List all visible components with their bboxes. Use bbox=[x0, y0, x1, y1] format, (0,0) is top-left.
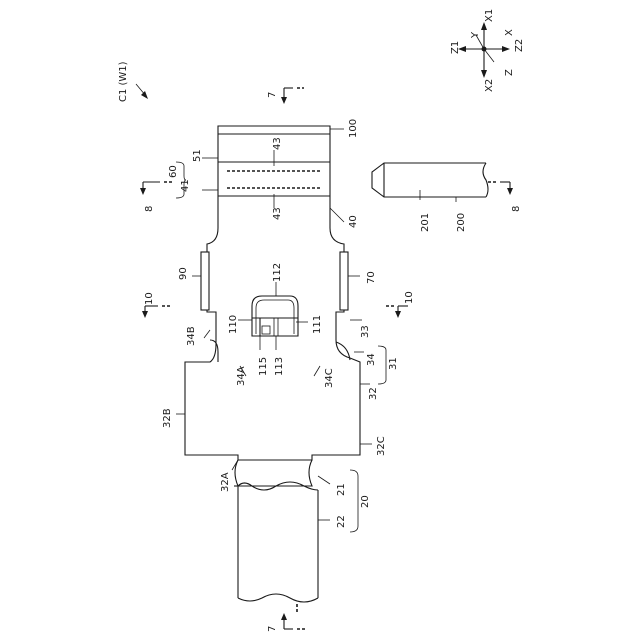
label-115: 115 bbox=[258, 357, 269, 376]
terminal-body bbox=[185, 126, 360, 460]
svg-text:7: 7 bbox=[267, 626, 278, 632]
figure-title: C1 (W1) bbox=[118, 61, 129, 102]
label-22: 22 bbox=[336, 515, 347, 528]
axis-x-label: X bbox=[504, 29, 515, 36]
svg-text:8: 8 bbox=[511, 206, 522, 212]
label-41: 41 bbox=[180, 179, 191, 192]
section-marker-8-right: 8 bbox=[488, 182, 522, 212]
label-32B: 32B bbox=[162, 408, 173, 428]
axis-z-label: Z bbox=[504, 69, 515, 76]
label-20: 20 bbox=[360, 495, 371, 508]
label-90: 90 bbox=[178, 267, 189, 280]
section-marker-10-left: 10 bbox=[142, 292, 170, 318]
label-32A: 32A bbox=[220, 472, 231, 492]
lance-part bbox=[252, 296, 298, 336]
reference-labels: 100 60 51 41 43 43 40 201 200 90 112 70 … bbox=[162, 119, 467, 528]
part-70 bbox=[340, 252, 348, 310]
label-113: 113 bbox=[274, 357, 285, 376]
axis-z1-label: Z1 bbox=[450, 41, 461, 54]
svg-text:10: 10 bbox=[144, 292, 155, 305]
axis-indicator: X1 Y X Z1 Z2 X2 Z bbox=[450, 9, 525, 92]
label-34: 34 bbox=[366, 353, 377, 366]
label-111: 111 bbox=[312, 315, 323, 334]
label-60: 60 bbox=[168, 165, 179, 178]
label-112: 112 bbox=[272, 263, 283, 282]
label-200: 200 bbox=[456, 213, 467, 232]
mating-pin bbox=[372, 163, 488, 197]
label-34A: 34A bbox=[236, 366, 247, 386]
axis-x1-label: X1 bbox=[484, 9, 495, 22]
label-110: 110 bbox=[228, 315, 239, 334]
label-51: 51 bbox=[192, 149, 203, 162]
svg-text:7: 7 bbox=[267, 92, 278, 98]
wire-assembly bbox=[234, 460, 318, 602]
section-marker-10-right: 10 bbox=[386, 291, 415, 318]
label-32C: 32C bbox=[376, 436, 387, 456]
label-40: 40 bbox=[348, 215, 359, 228]
axis-x2-label: X2 bbox=[484, 79, 495, 92]
label-43-top: 43 bbox=[272, 137, 283, 150]
label-34B: 34B bbox=[186, 326, 197, 346]
label-100: 100 bbox=[348, 119, 359, 138]
label-21: 21 bbox=[336, 483, 347, 496]
svg-text:10: 10 bbox=[404, 291, 415, 304]
label-201: 201 bbox=[420, 213, 431, 232]
axis-z2-label: Z2 bbox=[514, 39, 525, 52]
label-34C: 34C bbox=[324, 368, 335, 388]
label-33: 33 bbox=[360, 325, 371, 338]
section-marker-7-bottom: 7 bbox=[267, 604, 305, 632]
section-marker-8-left: 8 bbox=[140, 182, 172, 212]
label-31: 31 bbox=[388, 357, 399, 370]
section-marker-7-top: 7 bbox=[267, 88, 304, 104]
label-43-bottom: 43 bbox=[272, 207, 283, 220]
label-70: 70 bbox=[366, 271, 377, 284]
label-32: 32 bbox=[368, 387, 379, 400]
svg-text:8: 8 bbox=[144, 206, 155, 212]
part-90 bbox=[201, 252, 209, 310]
axis-y-label: Y bbox=[470, 31, 481, 39]
